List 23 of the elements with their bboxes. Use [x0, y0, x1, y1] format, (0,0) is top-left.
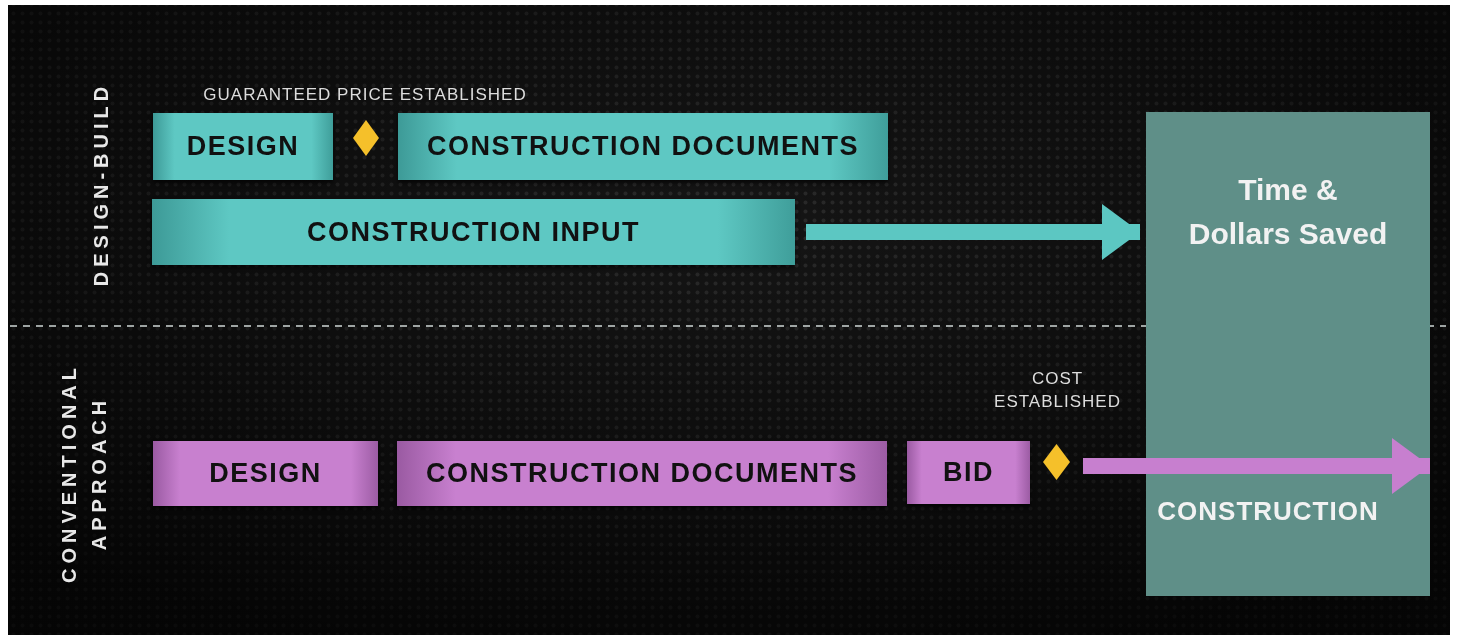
phase-bar	[398, 113, 888, 180]
phase-label: CONSTRUCTION	[1156, 495, 1380, 528]
phase-label: BID	[943, 457, 994, 488]
phase-label: DESIGN	[209, 458, 322, 489]
lane-label: DESIGN-BUILD	[89, 80, 113, 289]
phase-bar	[153, 441, 378, 506]
milestone-label: GUARANTEED PRICE ESTABLISHED	[202, 84, 528, 106]
result-panel	[1146, 112, 1430, 596]
milestone-diamond	[1043, 444, 1070, 480]
phase-bar	[153, 113, 333, 180]
arrow	[1083, 438, 1430, 494]
arrow	[806, 204, 1140, 260]
phase-bar	[907, 441, 1030, 504]
phase-label: DESIGN	[186, 131, 300, 162]
lane-label: CONVENTIONAL APPROACH	[57, 362, 111, 585]
phase-label: CONSTRUCTION DOCUMENTS	[427, 131, 859, 162]
phase-bar	[397, 441, 887, 506]
phase-label: CONSTRUCTION DOCUMENTS	[426, 458, 858, 489]
phase-label: CONSTRUCTION INPUT	[307, 216, 640, 248]
milestone-diamond	[353, 120, 379, 156]
phase-bar	[152, 199, 795, 265]
result-text: Time & Dollars Saved	[1187, 172, 1389, 252]
milestone-label: COST ESTABLISHED	[993, 368, 1122, 413]
